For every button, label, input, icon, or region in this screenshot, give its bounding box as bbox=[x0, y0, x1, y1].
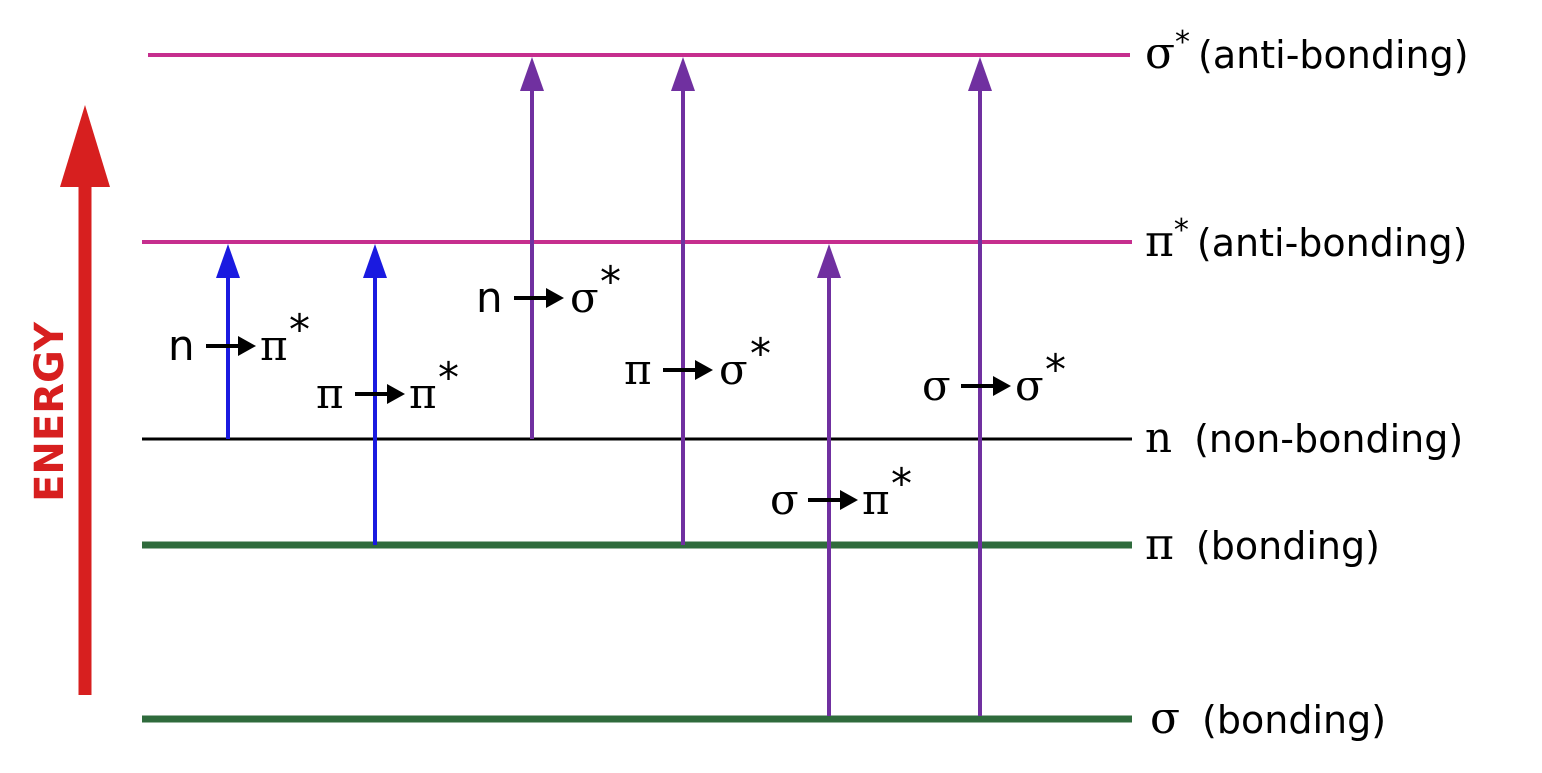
energy-axis: ENERGY bbox=[27, 105, 110, 695]
level-symbol: σ bbox=[1145, 28, 1175, 79]
arrow-pi-pi-star-head bbox=[363, 244, 387, 278]
energy-axis-label: ENERGY bbox=[27, 321, 73, 502]
transition-to: π bbox=[260, 321, 288, 370]
level-symbol: σ bbox=[1150, 693, 1180, 744]
level-label-n: n (non-bonding) bbox=[1145, 413, 1463, 462]
level-desc: (non-bonding) bbox=[1194, 417, 1463, 461]
transition-labels: n π * π π * n σ * π σ * bbox=[168, 257, 1066, 524]
level-star: * bbox=[1174, 213, 1189, 248]
transition-from: σ bbox=[770, 475, 799, 524]
transition-label-n-pi-star: n π * bbox=[168, 305, 310, 370]
transition-from: σ bbox=[922, 361, 951, 410]
transition-to: π bbox=[409, 369, 437, 418]
level-symbol: n bbox=[1145, 413, 1172, 462]
transition-star: * bbox=[438, 353, 459, 402]
transition-to: σ bbox=[1015, 361, 1044, 410]
transition-label-n-sigma-star: n σ * bbox=[476, 257, 621, 322]
transition-from: π bbox=[316, 369, 344, 418]
transition-star: * bbox=[289, 305, 310, 354]
transition-arrowhead bbox=[840, 490, 858, 510]
arrow-sigma-sigma-star-head bbox=[968, 57, 992, 91]
transition-arrowhead bbox=[695, 360, 713, 380]
transition-star: * bbox=[750, 329, 771, 378]
transition-label-sigma-sigma-star: σ σ * bbox=[922, 345, 1066, 410]
transition-label-pi-pi-star: π π * bbox=[316, 353, 459, 418]
transition-star: * bbox=[891, 459, 912, 508]
level-label-pi: π (bonding) bbox=[1145, 519, 1380, 570]
level-star: * bbox=[1175, 25, 1190, 60]
level-lines bbox=[142, 53, 1132, 723]
level-labels: σ*(anti-bonding) π*(anti-bonding) n(non-… bbox=[1145, 25, 1469, 744]
transition-to: π bbox=[862, 475, 890, 524]
transition-arrowhead bbox=[238, 336, 256, 356]
transition-label-pi-sigma-star: π σ * bbox=[624, 329, 771, 394]
transition-to: σ bbox=[719, 345, 748, 394]
transition-from: n bbox=[476, 273, 503, 322]
level-label-sigma-star: σ*(anti-bonding) bbox=[1145, 25, 1469, 79]
transition-label-sigma-pi-star: σ π * bbox=[770, 459, 912, 524]
level-symbol: π bbox=[1145, 216, 1174, 267]
transition-arrowhead bbox=[993, 376, 1011, 396]
level-desc: (bonding) bbox=[1202, 698, 1386, 742]
arrow-pi-sigma-star-head bbox=[671, 57, 695, 91]
level-desc: (anti-bonding) bbox=[1198, 33, 1469, 77]
transition-arrowhead bbox=[387, 384, 405, 404]
energy-axis-arrowhead bbox=[60, 105, 110, 187]
arrow-n-pi-star-head bbox=[216, 244, 240, 278]
transition-arrows bbox=[216, 57, 992, 716]
level-label-pi-star: π*(anti-bonding) bbox=[1145, 213, 1467, 267]
arrow-n-sigma-star-head bbox=[520, 57, 544, 91]
level-label-sigma: σ (bonding) bbox=[1150, 693, 1386, 744]
transition-star: * bbox=[600, 257, 621, 306]
arrow-sigma-pi-star-head bbox=[817, 244, 841, 278]
transition-arrowhead bbox=[546, 288, 564, 308]
level-desc: (bonding) bbox=[1196, 524, 1380, 568]
transition-to: σ bbox=[570, 273, 599, 322]
level-desc: (anti-bonding) bbox=[1197, 221, 1468, 265]
transition-from: n bbox=[168, 321, 195, 370]
level-symbol: π bbox=[1145, 519, 1174, 570]
transition-from: π bbox=[624, 345, 652, 394]
transition-star: * bbox=[1045, 345, 1066, 394]
